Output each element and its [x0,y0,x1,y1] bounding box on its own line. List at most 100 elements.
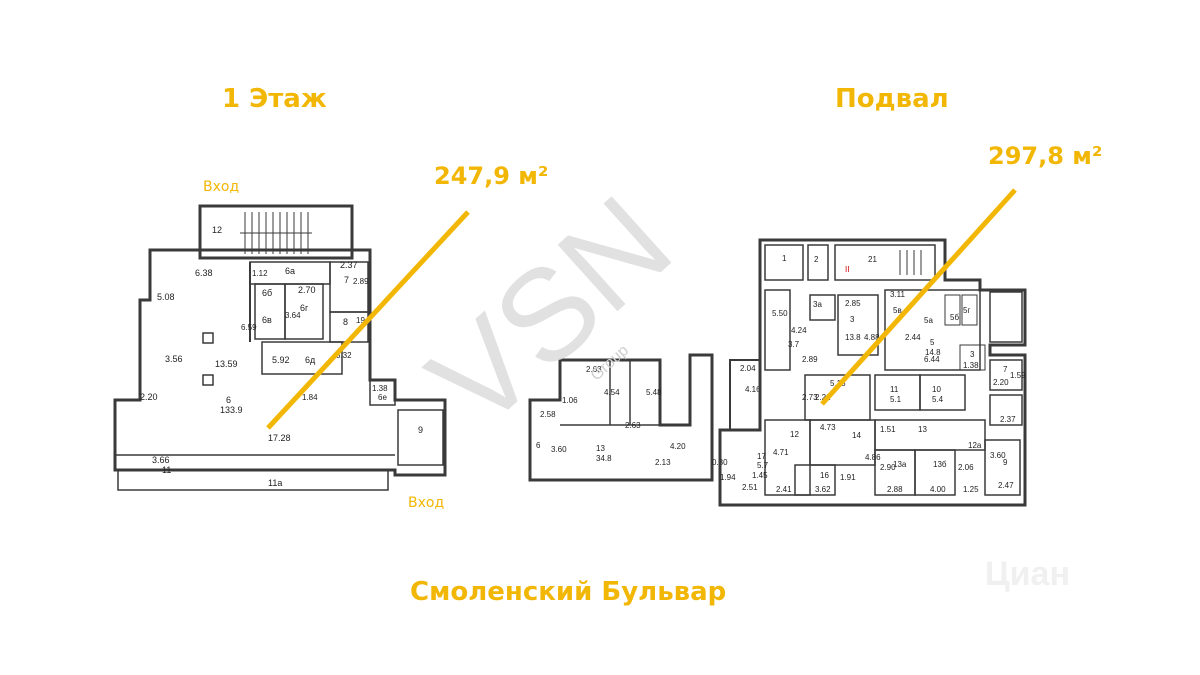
svg-text:2.73: 2.73 [802,393,818,402]
svg-text:3: 3 [850,315,855,324]
svg-text:1.84: 1.84 [302,393,318,402]
svg-text:1.51: 1.51 [880,425,896,434]
svg-text:2.41: 2.41 [776,485,792,494]
svg-text:14: 14 [852,431,861,440]
svg-text:9: 9 [418,425,423,435]
svg-text:3: 3 [970,350,975,359]
svg-text:1.25: 1.25 [963,485,979,494]
svg-text:12а: 12а [968,441,982,450]
svg-text:6.38: 6.38 [195,268,213,278]
svg-text:13.8: 13.8 [845,333,861,342]
svg-text:2.13: 2.13 [655,458,671,467]
svg-text:3.66: 3.66 [152,455,170,465]
svg-text:1: 1 [782,254,787,263]
svg-text:2.89: 2.89 [353,277,369,286]
svg-text:2.85: 2.85 [845,299,861,308]
svg-text:11: 11 [890,385,899,394]
svg-text:12: 12 [790,430,799,439]
svg-text:6е: 6е [378,393,387,402]
svg-text:3.60: 3.60 [551,445,567,454]
svg-text:17.28: 17.28 [268,433,291,443]
svg-text:2.20: 2.20 [140,392,158,402]
svg-text:1.38: 1.38 [372,384,388,393]
svg-text:5.92: 5.92 [272,355,290,365]
svg-text:6.59: 6.59 [241,323,257,332]
svg-text:2.51: 2.51 [742,483,758,492]
svg-text:4.00: 4.00 [930,485,946,494]
svg-text:19: 19 [356,316,365,325]
svg-text:6г: 6г [300,303,309,313]
svg-text:1.59: 1.59 [1010,371,1026,380]
svg-text:2: 2 [814,255,819,264]
svg-text:3.32: 3.32 [336,351,352,360]
svg-text:6: 6 [226,395,231,405]
svg-text:2.70: 2.70 [298,285,316,295]
entrance-top-label: Вход [203,179,240,195]
svg-text:13: 13 [918,425,927,434]
svg-text:3.11: 3.11 [890,290,906,299]
street-name: Смоленский Бульвар [410,577,727,607]
svg-text:2.88: 2.88 [887,485,903,494]
vsn-watermark: VSN Group [402,168,698,455]
svg-text:1.45: 1.45 [752,471,768,480]
svg-text:4.71: 4.71 [773,448,789,457]
svg-text:12: 12 [212,225,222,235]
svg-text:5б: 5б [950,313,959,322]
svg-text:2.04: 2.04 [740,364,756,373]
corner-watermark: Циан [985,555,1070,593]
stair-icon [240,212,312,254]
svg-text:1.12: 1.12 [252,269,268,278]
floor1-area: 247,9 м² [434,162,549,190]
svg-text:6в: 6в [262,315,272,325]
svg-text:4.54: 4.54 [604,388,620,397]
svg-text:4.73: 4.73 [820,423,836,432]
svg-text:13: 13 [596,444,605,453]
svg-text:14.8: 14.8 [925,348,941,357]
svg-text:5.4: 5.4 [932,395,944,404]
svg-text:9: 9 [1003,458,1008,467]
svg-text:2.37: 2.37 [340,260,358,270]
svg-text:13б: 13б [933,460,947,469]
svg-text:1.06: 1.06 [562,396,578,405]
svg-text:5.1: 5.1 [890,395,902,404]
svg-text:133.9: 133.9 [220,405,243,415]
svg-text:4.24: 4.24 [791,326,807,335]
svg-text:2.90: 2.90 [880,463,896,472]
svg-text:17: 17 [757,452,766,461]
svg-text:6б: 6б [262,288,272,298]
svg-text:5: 5 [930,338,935,347]
floor1-area-line [266,210,470,430]
svg-text:11а: 11а [268,478,282,488]
svg-text:10: 10 [932,385,941,394]
svg-text:3.56: 3.56 [165,354,183,364]
svg-text:13.59: 13.59 [215,359,238,369]
svg-text:3.7: 3.7 [788,340,800,349]
svg-text:2.06: 2.06 [958,463,974,472]
svg-text:2.63: 2.63 [625,421,641,430]
basement-middle-plan: 2.63 2.04 4.54 5.48 4.16 2.58 1.06 2.63 … [528,353,761,482]
svg-text:5г: 5г [963,306,970,315]
svg-text:7: 7 [1003,365,1008,374]
svg-text:2.37: 2.37 [1000,415,1016,424]
svg-text:5а: 5а [924,316,933,325]
svg-text:8: 8 [343,317,348,327]
svg-text:5.50: 5.50 [772,309,788,318]
svg-text:4.86: 4.86 [865,453,881,462]
svg-text:6: 6 [536,441,541,450]
svg-text:7: 7 [344,275,349,285]
svg-text:4.20: 4.20 [670,442,686,451]
svg-text:1.94: 1.94 [720,473,736,482]
svg-text:3.62: 3.62 [815,485,831,494]
svg-text:5в: 5в [893,306,902,315]
basement-plan: 1 2 21 II 3.11 5.50 3а 2.85 4.24 3 5в 5а… [718,238,1027,507]
svg-text:2.89: 2.89 [802,355,818,364]
svg-text:5.08: 5.08 [157,292,175,302]
svg-text:11: 11 [162,465,171,475]
svg-text:21: 21 [868,255,877,264]
svg-text:II: II [845,265,849,274]
svg-text:2.63: 2.63 [586,365,602,374]
svg-text:3.60: 3.60 [990,451,1006,460]
svg-text:2.58: 2.58 [540,410,556,419]
svg-text:6а: 6а [285,266,295,276]
